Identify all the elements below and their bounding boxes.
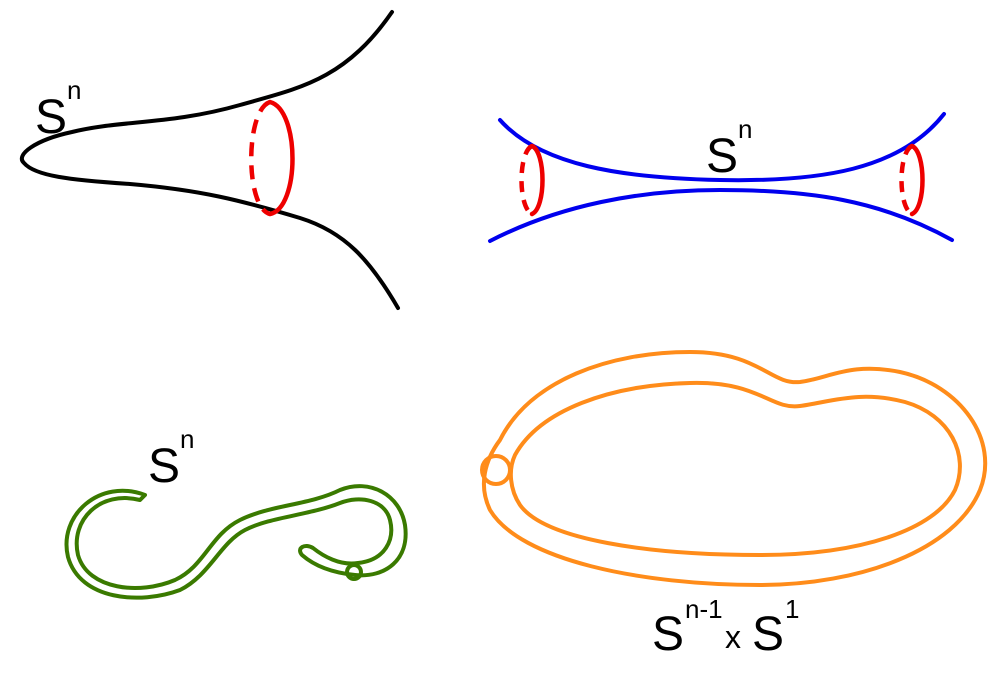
label-sup2: 1	[785, 594, 799, 624]
red-cycle-solid	[267, 99, 295, 217]
green-small-circle	[345, 563, 363, 581]
label-s-base2: S	[752, 608, 784, 661]
panel-top-right: S n	[488, 112, 954, 243]
orange-meridian-circle	[480, 454, 512, 486]
orange-torus-inner	[508, 380, 962, 558]
label-s: S	[148, 440, 180, 493]
black-cusp-curve	[20, 10, 400, 310]
label-sup1: n-1	[685, 594, 723, 624]
red-cycle-right-solid	[909, 143, 925, 217]
red-cycle-dashed	[249, 99, 272, 217]
panel-top-left: S n	[20, 10, 400, 310]
red-cycle-right-dashed	[899, 143, 914, 217]
label-times: x	[725, 619, 741, 655]
green-tube-outline	[64, 484, 408, 600]
blue-neck-lower	[488, 187, 954, 243]
label-sup: n	[67, 75, 81, 105]
label-sup: n	[180, 424, 194, 454]
red-cycle-left-dashed	[519, 143, 534, 217]
panel-bottom-right: S n-1 x S 1	[480, 349, 988, 661]
red-cycle-left-solid	[529, 143, 545, 217]
label-s: S	[706, 130, 738, 183]
orange-torus-outer	[481, 349, 988, 588]
label-s-base1: S	[652, 608, 684, 661]
label-s: S	[35, 91, 67, 144]
blue-neck-upper	[498, 112, 946, 183]
panel-bottom-left: S n	[64, 424, 408, 600]
label-sup: n	[738, 114, 752, 144]
